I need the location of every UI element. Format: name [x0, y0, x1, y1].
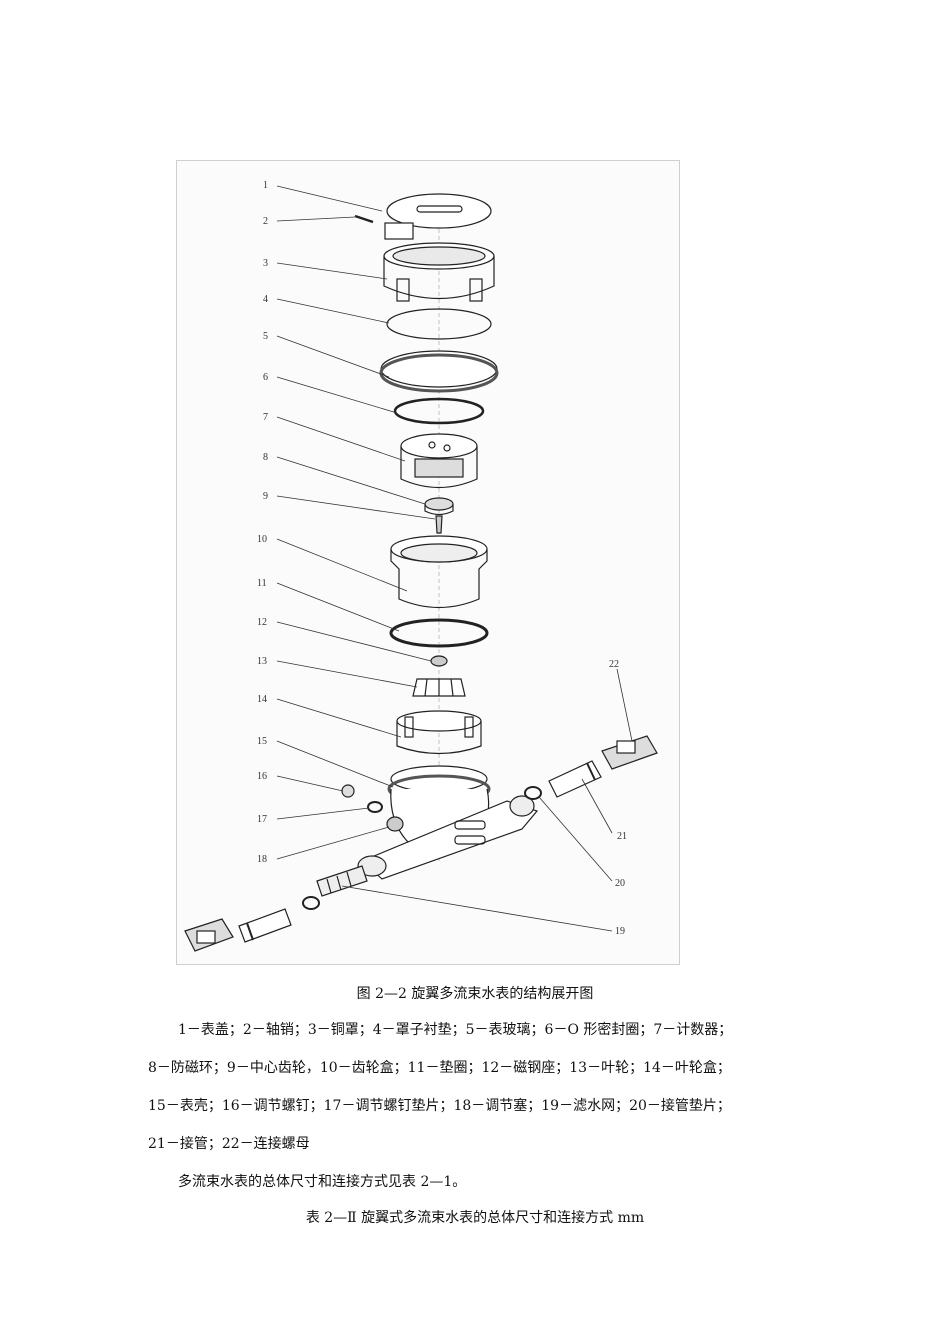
part-connecting-nut-left [184, 918, 234, 952]
legend-line-4: 21－接管；22－连接螺母 [148, 1136, 310, 1152]
part-pipe-right [548, 760, 602, 798]
part-filter-screen [316, 865, 368, 897]
table-title: 表 2—Ⅱ 旋翼式多流束水表的总体尺寸和连接方式 mm [305, 1210, 645, 1226]
label-1: 1 [263, 180, 268, 191]
part-magnet-holder [430, 655, 448, 667]
part-number-labels: 1 2 3 4 5 6 7 8 9 10 11 12 13 14 15 16 1… [257, 180, 627, 937]
label-13: 13 [257, 656, 267, 667]
leader-lines [276, 185, 633, 932]
label-21: 21 [617, 831, 627, 842]
part-o-ring [393, 397, 485, 425]
part-cap-gasket [386, 308, 492, 340]
part-adjust-screw [341, 784, 355, 798]
part-pin [354, 214, 374, 224]
part-center-gear [435, 515, 443, 534]
legend-line-1: 1－表盖；2－轴销；3－铜罩；4－罩子衬垫；5－表玻璃；6－O 形密封圈；7－计… [178, 1022, 733, 1038]
label-17: 17 [257, 814, 267, 825]
label-20: 20 [615, 878, 625, 889]
label-16: 16 [257, 771, 267, 782]
part-copper-cap [383, 242, 495, 302]
part-gear-box [390, 535, 488, 609]
part-cover [384, 193, 492, 240]
body-paragraph: 多流束水表的总体尺寸和连接方式见表 2—1。 [178, 1174, 467, 1190]
label-8: 8 [263, 452, 268, 463]
part-pipe-gasket-left [302, 896, 320, 910]
label-9: 9 [263, 491, 268, 502]
part-washer [389, 618, 489, 648]
figure-caption: 图 2—2 旋翼多流束水表的结构展开图 [356, 986, 594, 1002]
label-10: 10 [257, 534, 267, 545]
label-6: 6 [263, 372, 268, 383]
label-22: 22 [609, 659, 619, 670]
part-connecting-nut-right [601, 735, 658, 770]
label-19: 19 [615, 926, 625, 937]
part-glass [379, 350, 499, 393]
part-counter [400, 433, 478, 488]
label-4: 4 [263, 294, 268, 305]
part-impeller-box [396, 710, 482, 755]
label-2: 2 [263, 216, 268, 227]
water-meter-exploded-drawing: 1 2 3 4 5 6 7 8 9 10 11 12 13 14 15 16 1… [184, 180, 658, 952]
exploded-view-figure: 1 2 3 4 5 6 7 8 9 10 11 12 13 14 15 16 1… [176, 160, 680, 965]
label-11: 11 [257, 578, 267, 589]
part-pipe-left [238, 908, 292, 943]
part-pipe-gasket-right [524, 786, 542, 800]
part-adjust-plug [386, 816, 404, 832]
label-12: 12 [257, 617, 267, 628]
label-3: 3 [263, 258, 268, 269]
legend-line-3: 15－表壳；16－调节螺钉；17－调节螺钉垫片；18－调节塞；19－滤水网；20… [148, 1098, 731, 1114]
label-15: 15 [257, 736, 267, 747]
part-meter-body [357, 765, 539, 880]
label-18: 18 [257, 854, 267, 865]
part-antimagnetic-ring [424, 497, 454, 516]
legend-line-2: 8－防磁环；9－中心齿轮，10－齿轮盒；11－垫圈；12－磁钢座；13－叶轮；1… [148, 1060, 731, 1076]
label-7: 7 [263, 412, 268, 423]
part-impeller [412, 678, 466, 697]
label-5: 5 [263, 331, 268, 342]
part-screw-gasket [367, 801, 383, 813]
label-14: 14 [257, 694, 267, 705]
